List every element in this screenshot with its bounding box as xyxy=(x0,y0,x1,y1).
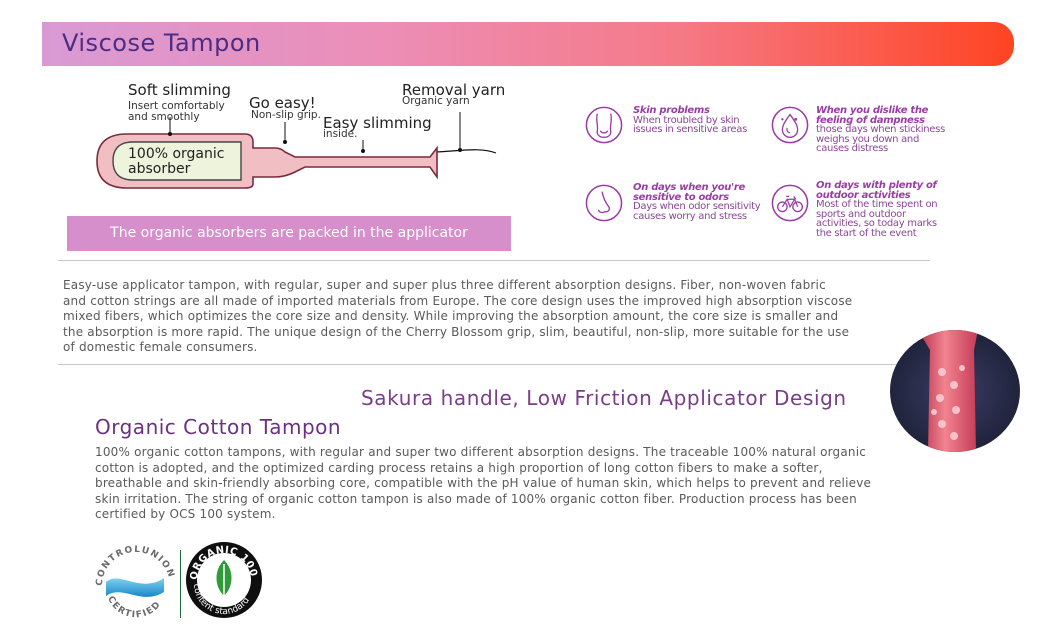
feature-desc: When troubled by skin issues in sensitiv… xyxy=(633,114,748,135)
feature-desc: Most of the time spent on sports and out… xyxy=(816,199,938,239)
feature-title: When you dislike the feeling of dampness xyxy=(816,105,929,126)
skin-icon xyxy=(585,106,623,144)
feature-dampness: When you dislike the feeling of dampness… xyxy=(816,106,946,154)
organic-description: 100% organic cotton tampons, with regula… xyxy=(95,445,872,521)
label-removal-yarn-desc: Organic yarn xyxy=(402,95,470,107)
label-easy-slimming-title: Easy slimming xyxy=(323,114,432,132)
water-drop-icon xyxy=(771,106,809,144)
tampon-diagram xyxy=(96,112,497,189)
feature-outdoor: On days with plenty of outdoor activitie… xyxy=(816,180,946,239)
ocs-100-logo: ORGANIC 100 content standard xyxy=(184,540,264,620)
label-easy-slimming-desc: inside. xyxy=(323,128,358,140)
svg-text:CERTIFIED: CERTIFIED xyxy=(105,595,163,621)
label-removal-yarn-title: Removal yarn xyxy=(402,81,506,99)
sakura-handle-photo xyxy=(890,330,1020,452)
label-soft-slimming-title: Soft slimming xyxy=(128,81,231,99)
caption-text: The organic absorbers are packed in the … xyxy=(110,225,468,241)
header-banner xyxy=(42,22,1014,66)
viscose-description: Easy-use applicator tampon, with regular… xyxy=(63,278,853,354)
absorber-core xyxy=(112,141,242,181)
label-soft-slimming-desc: Insert comfortably and smoothly xyxy=(128,100,225,123)
page-title: Viscose Tampon xyxy=(62,29,261,57)
feature-title: Skin problems xyxy=(633,105,710,116)
sakura-heading: Sakura handle, Low Friction Applicator D… xyxy=(361,386,847,410)
feature-odors: On days when you're sensitive to odors D… xyxy=(633,182,761,222)
core-label: 100% organic absorber xyxy=(128,146,225,177)
label-go-easy-desc: Non-slip grip. xyxy=(251,109,321,121)
caption-box: The organic absorbers are packed in the … xyxy=(67,216,511,251)
feature-skin-problems: Skin problems When troubled by skin issu… xyxy=(633,106,763,135)
feature-desc: those days when stickiness weighs you do… xyxy=(816,124,945,154)
removal-yarn-line xyxy=(434,149,497,154)
organic-heading: Organic Cotton Tampon xyxy=(95,415,342,439)
feature-title: On days with plenty of outdoor activitie… xyxy=(816,180,937,201)
feature-desc: Days when odor sensitivity causes worry … xyxy=(633,201,761,222)
label-go-easy-title: Go easy! xyxy=(249,94,316,112)
logo-divider xyxy=(180,550,181,618)
control-union-logo: CONTROLUNION CERTIFIED xyxy=(92,542,180,624)
nose-icon xyxy=(585,184,623,222)
feature-title: On days when you're sensitive to odors xyxy=(633,182,745,203)
divider xyxy=(58,364,900,365)
divider xyxy=(58,260,930,261)
bicycle-icon xyxy=(771,184,809,222)
